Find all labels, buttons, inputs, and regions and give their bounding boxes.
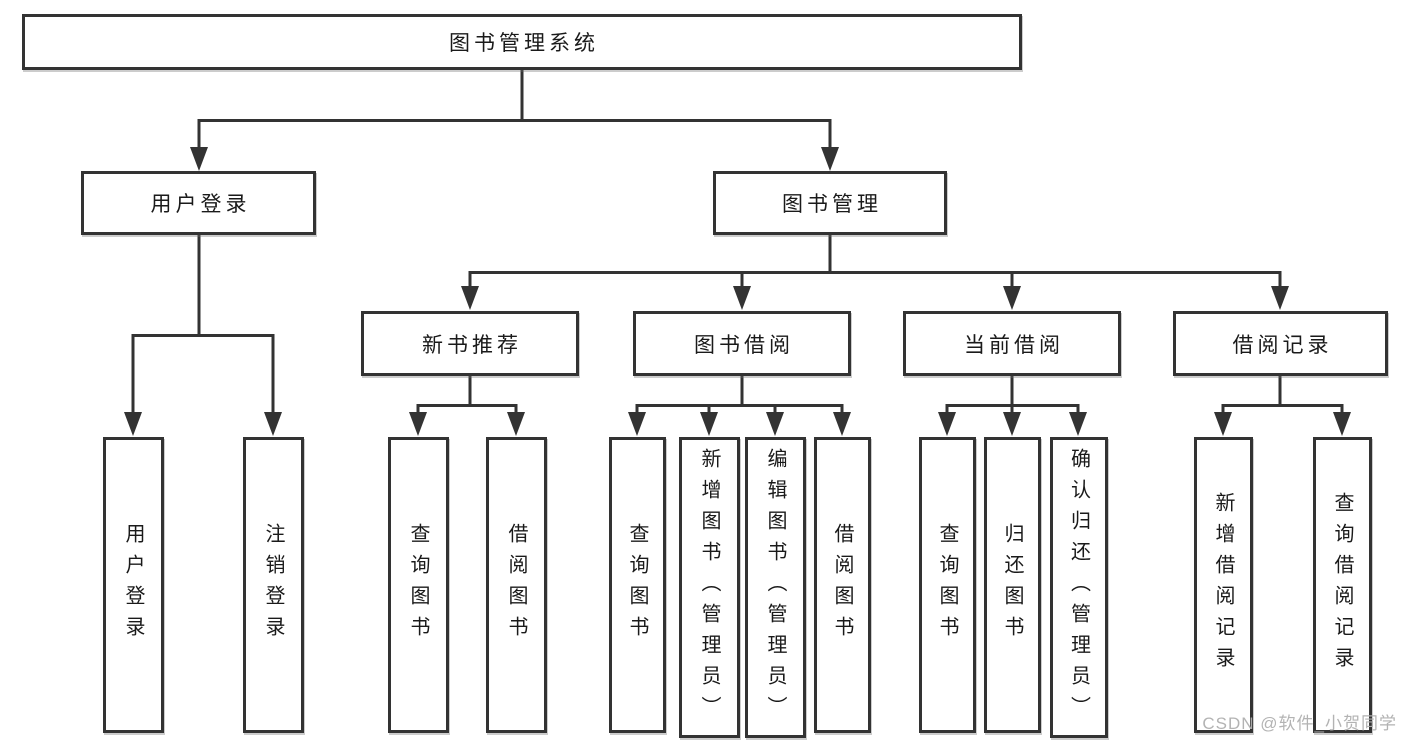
node-label: 图书管理 [782,193,882,216]
leaf-confirm-return-admin: 确认归还（管理员） [1050,437,1108,738]
arrow-down-icon [409,412,427,436]
arrow-down-icon [821,147,839,171]
node-borrowing-records: 借阅记录 [1173,311,1388,376]
leaf-borrow-books: 借阅图书 [814,437,871,733]
node-label: 新书推荐 [422,333,522,357]
node-label: 确认归还（管理员） [1067,448,1090,727]
arrow-down-icon [124,412,142,436]
arrow-down-icon [1003,412,1021,436]
leaf-query-books: 查询图书 [919,437,976,733]
arrow-down-icon [733,286,751,310]
arrow-down-icon [1333,412,1351,436]
arrow-down-icon [507,412,525,436]
node-label: 查询图书 [936,523,958,647]
leaf-edit-book-admin: 编辑图书（管理员） [745,437,806,738]
node-label: 新增借阅记录 [1212,492,1234,678]
leaf-query-books: 查询图书 [388,437,449,733]
node-label: 查询图书 [407,523,429,647]
arrow-down-icon [938,412,956,436]
node-new-book-recommend: 新书推荐 [361,311,579,376]
node-label: 借阅图书 [505,523,527,647]
arrow-down-icon [1271,286,1289,310]
node-book-borrowing: 图书借阅 [633,311,851,376]
node-label: 图书借阅 [694,333,794,357]
leaf-add-borrow-record: 新增借阅记录 [1194,437,1253,733]
node-label: 查询借阅记录 [1331,492,1353,678]
arrow-down-icon [461,286,479,310]
csdn-watermark: CSDN @软件_小贺同学 [1202,714,1397,733]
node-label: 图书管理系统 [449,32,599,55]
arrow-down-icon [1003,286,1021,310]
node-root-system: 图书管理系统 [22,14,1022,70]
node-label: 编辑图书（管理员） [764,448,786,727]
leaf-user-login: 用户登录 [103,437,164,733]
leaf-borrow-books: 借阅图书 [486,437,547,733]
arrow-down-icon [833,412,851,436]
node-book-management: 图书管理 [713,171,947,235]
arrow-down-icon [1214,412,1232,436]
node-label: 借阅图书 [831,523,853,647]
node-label: 查询图书 [626,523,648,647]
node-label: 归还图书 [1001,523,1023,647]
connector-line-group [131,70,1344,414]
arrow-down-icon [190,147,208,171]
leaf-return-books: 归还图书 [984,437,1041,733]
node-user-login: 用户登录 [81,171,316,235]
node-label: 用户登录 [150,193,251,216]
node-label: 注销登录 [262,523,284,647]
node-label: 新增图书（管理员） [698,448,720,727]
leaf-logout: 注销登录 [243,437,304,733]
arrow-down-icon [1069,412,1087,436]
leaf-query-books: 查询图书 [609,437,666,733]
leaf-add-book-admin: 新增图书（管理员） [679,437,740,738]
arrow-down-icon [700,412,718,436]
node-current-borrowing: 当前借阅 [903,311,1121,376]
arrowhead-group [124,147,1351,436]
node-label: 当前借阅 [964,333,1064,357]
arrow-down-icon [766,412,784,436]
leaf-query-borrow-record: 查询借阅记录 [1313,437,1372,733]
arrow-down-icon [628,412,646,436]
node-label: 借阅记录 [1232,333,1333,357]
arrow-down-icon [264,412,282,436]
node-label: 用户登录 [122,523,144,647]
